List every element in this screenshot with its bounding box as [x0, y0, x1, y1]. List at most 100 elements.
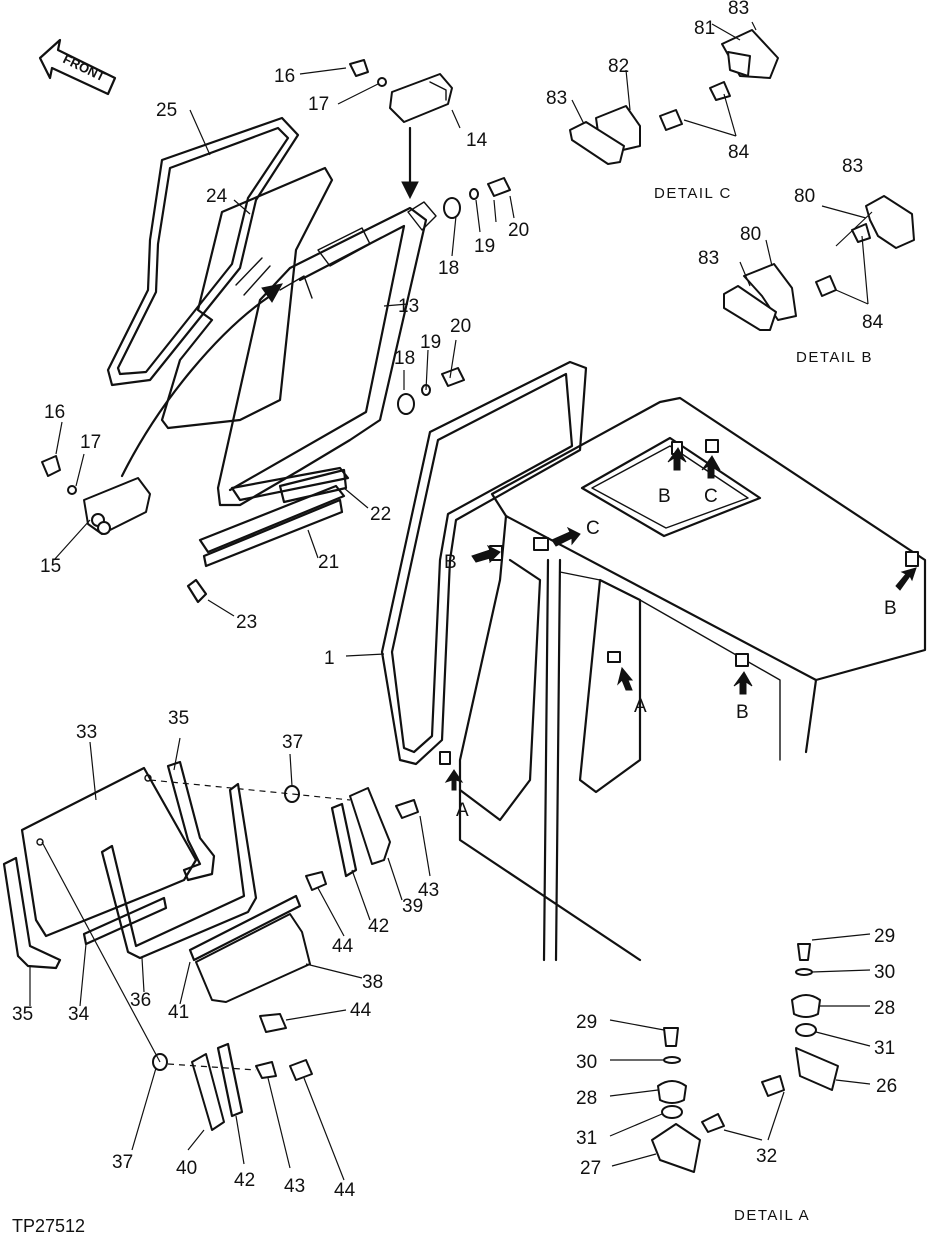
callout-42: 42 — [234, 1170, 255, 1191]
washer-19-top — [469, 188, 479, 200]
callout-41: 41 — [168, 1002, 189, 1023]
location-arrows — [444, 447, 917, 791]
seal-35-right — [166, 760, 216, 882]
detail-c-bolt-84-mid — [659, 109, 683, 131]
detail-b-bracket-80 — [743, 263, 797, 321]
detail-a-washer-30-right — [795, 968, 813, 976]
cab-body — [458, 396, 927, 962]
detail-b-caption: DETAIL B — [796, 349, 873, 366]
callout-1: 1 — [324, 648, 335, 669]
detail-b-bracket-80-top — [865, 195, 915, 249]
callout-14: 14 — [466, 130, 488, 151]
callout-19: 19 — [420, 332, 441, 353]
bolt-44-top — [305, 871, 327, 891]
detail-c-caption: DETAIL C — [654, 185, 732, 202]
callout-44: 44 — [332, 936, 354, 957]
callout-24: 24 — [206, 186, 228, 207]
callout-44: 44 — [334, 1180, 356, 1201]
callout-23: 23 — [236, 612, 257, 633]
callout-43: 43 — [284, 1176, 305, 1197]
callout-25: 25 — [156, 100, 177, 121]
callout-18: 18 — [394, 348, 415, 369]
callout-31: 31 — [576, 1128, 597, 1149]
callout-40: 40 — [176, 1158, 197, 1179]
bolt-20-top — [487, 177, 511, 197]
callout-84: 84 — [728, 142, 750, 163]
callout-18: 18 — [438, 258, 459, 279]
callout-22: 22 — [370, 504, 391, 525]
marker-b: B — [444, 552, 457, 573]
window-frame-13 — [216, 201, 437, 507]
bracket-38 — [195, 913, 311, 1003]
assembly-arrow-14 — [401, 126, 419, 200]
detail-a-caption: DETAIL A — [734, 1207, 810, 1224]
callout-84: 84 — [862, 312, 884, 333]
window-seal-25 — [106, 116, 300, 387]
strip-42-bottom — [216, 1042, 244, 1118]
bolt-43-bottom — [255, 1061, 277, 1079]
callout-17: 17 — [80, 432, 101, 453]
detail-a-washer-31-right — [795, 1023, 817, 1037]
hinge-39 — [349, 787, 391, 865]
callout-30: 30 — [576, 1052, 597, 1073]
marker-b: B — [658, 486, 671, 507]
rail-22 — [230, 466, 350, 504]
callout-27: 27 — [580, 1158, 601, 1179]
detail-a-bracket-26 — [795, 1047, 839, 1091]
front-label: FRONT — [61, 51, 108, 84]
bolt-16-left — [41, 455, 61, 477]
callout-82: 82 — [608, 56, 629, 77]
detail-a-washer-31-left — [661, 1105, 683, 1119]
marker-b: B — [736, 702, 749, 723]
callout-37: 37 — [282, 732, 303, 753]
detail-b-plate-83 — [723, 285, 777, 331]
callout-80: 80 — [794, 186, 815, 207]
assembly-arrow-15 — [120, 283, 283, 478]
callout-39: 39 — [402, 896, 423, 917]
callout-26: 26 — [876, 1076, 897, 1097]
marker-a: A — [456, 800, 469, 821]
callout-35: 35 — [12, 1004, 33, 1025]
washer-17-top — [377, 77, 387, 87]
bolt-20-mid — [441, 367, 465, 387]
callout-28: 28 — [874, 998, 895, 1019]
detail-c-bolt-84-top — [709, 81, 731, 101]
bolt-44-mid — [259, 1013, 287, 1033]
callout-81: 81 — [694, 18, 715, 39]
detail-b-bolt-84-mid — [815, 275, 837, 297]
callout-32: 32 — [756, 1146, 777, 1167]
alignment-line-bottom — [167, 1063, 257, 1071]
front-direction-arrow: FRONT — [38, 38, 117, 96]
callout-83: 83 — [842, 156, 863, 177]
callout-29: 29 — [874, 926, 895, 947]
latch-15 — [83, 477, 151, 535]
leader-lines — [29, 21, 873, 1181]
location-marker-labels: B C C B B A B A — [444, 486, 897, 821]
pin-23 — [186, 578, 208, 604]
callout-83: 83 — [546, 88, 567, 109]
detail-b-bolt-84-top — [851, 223, 871, 243]
seal-36 — [100, 782, 258, 960]
alignment-line-lower — [41, 841, 161, 1063]
callout-80: 80 — [740, 224, 761, 245]
marker-c: C — [586, 518, 600, 539]
detail-a-block-27 — [651, 1123, 701, 1173]
glass-33 — [20, 766, 198, 938]
detail-a-washer-30-left — [663, 1056, 681, 1064]
washer-17-left — [67, 485, 77, 495]
bolt-44-bottom — [289, 1059, 313, 1081]
detail-c-plate-83 — [569, 121, 625, 165]
callout-13: 13 — [398, 296, 419, 317]
callout-33: 33 — [76, 722, 97, 743]
callout-42: 42 — [368, 916, 389, 937]
detail-a-bolt-32-right — [761, 1075, 785, 1097]
callout-37: 37 — [112, 1152, 133, 1173]
callout-15: 15 — [40, 556, 61, 577]
marker-c: C — [704, 486, 718, 507]
callout-28: 28 — [576, 1088, 597, 1109]
callout-44: 44 — [350, 1000, 372, 1021]
callout-20: 20 — [450, 316, 471, 337]
marker-b: B — [884, 598, 897, 619]
